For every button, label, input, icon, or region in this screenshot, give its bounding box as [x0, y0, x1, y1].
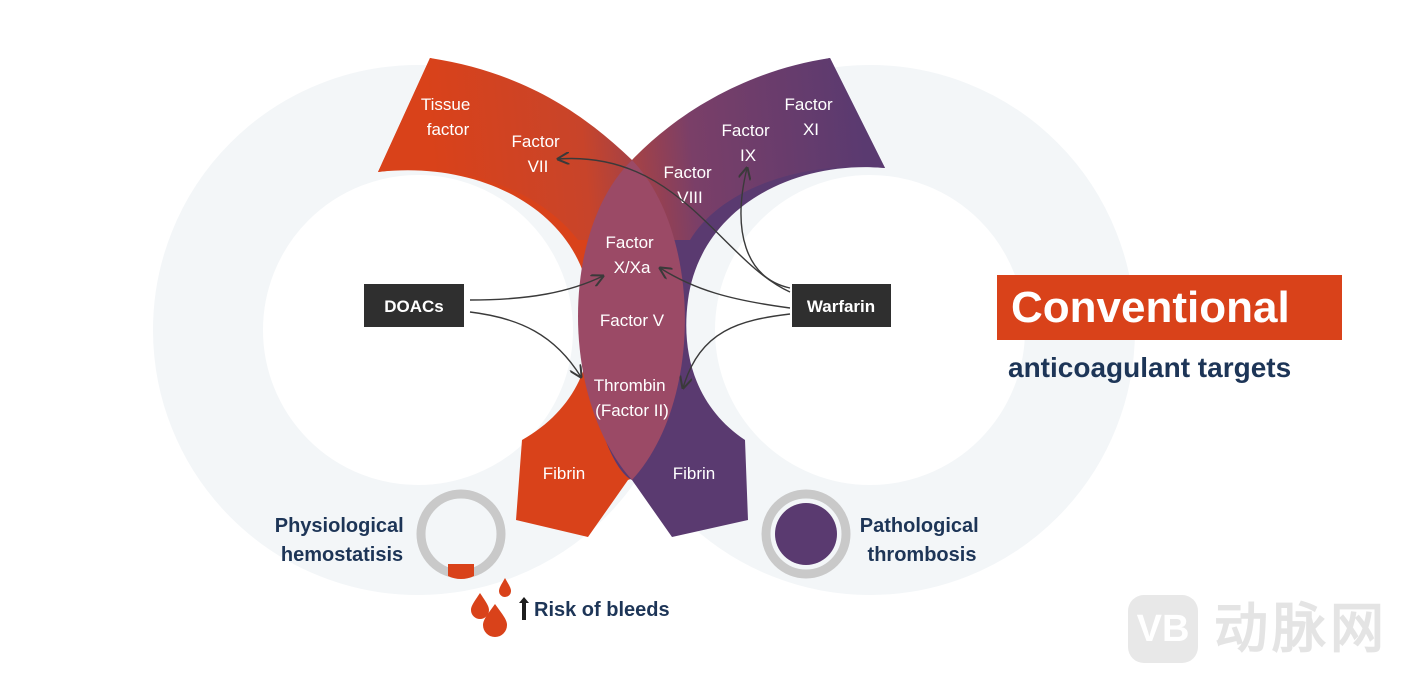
common-pathway-overlap	[578, 160, 685, 480]
factor-xi-label: Factor XI	[785, 95, 838, 139]
thrombin-label: Thrombin (Factor II)	[594, 376, 671, 420]
doacs-label: DOACs	[384, 297, 444, 316]
warfarin-label: Warfarin	[807, 297, 875, 316]
open-vessel-icon	[416, 489, 506, 579]
up-arrow-icon	[519, 597, 529, 620]
factor-vii-label: Factor VII	[512, 132, 565, 176]
physiological-hemostasis-label: Physiological hemostatisis	[275, 515, 410, 566]
factor-labels: Tissue factor Factor VII Factor VIII Fac…	[421, 95, 838, 483]
risk-of-bleeds-label: Risk of bleeds	[534, 599, 670, 621]
top-gradient-wash	[378, 58, 885, 240]
fibrin-right-label: Fibrin	[673, 464, 716, 483]
title-banner: Conventional	[997, 275, 1342, 340]
factor-ix-label: Factor IX	[722, 121, 775, 165]
watermark-text: 动脉网	[1214, 597, 1388, 660]
warfarin-to-factor-ix-arrow	[741, 168, 791, 289]
watermark-logo: VB	[1128, 595, 1198, 663]
warfarin-box: Warfarin	[792, 284, 891, 327]
watermark: VB 动脉网	[1128, 593, 1418, 665]
clotted-vessel-icon	[761, 489, 851, 579]
subtitle: anticoagulant targets	[1008, 352, 1292, 383]
fibrin-left-label: Fibrin	[543, 464, 586, 483]
tissue-factor-label: Tissue factor	[421, 95, 475, 139]
doacs-box: DOACs	[364, 284, 464, 327]
pathological-thrombosis-label: Pathological thrombosis	[860, 515, 984, 566]
inhibition-arrows	[469, 158, 791, 388]
warfarin-to-factor-x-arrow	[660, 268, 791, 309]
doacs-to-factor-x-arrow	[469, 276, 603, 301]
blood-drops-icon	[471, 578, 511, 637]
factor-x-label: Factor X/Xa	[606, 233, 659, 277]
doacs-to-thrombin-arrow	[469, 311, 581, 377]
warfarin-to-thrombin-arrow	[683, 313, 791, 388]
factor-v-label: Factor V	[600, 311, 665, 330]
